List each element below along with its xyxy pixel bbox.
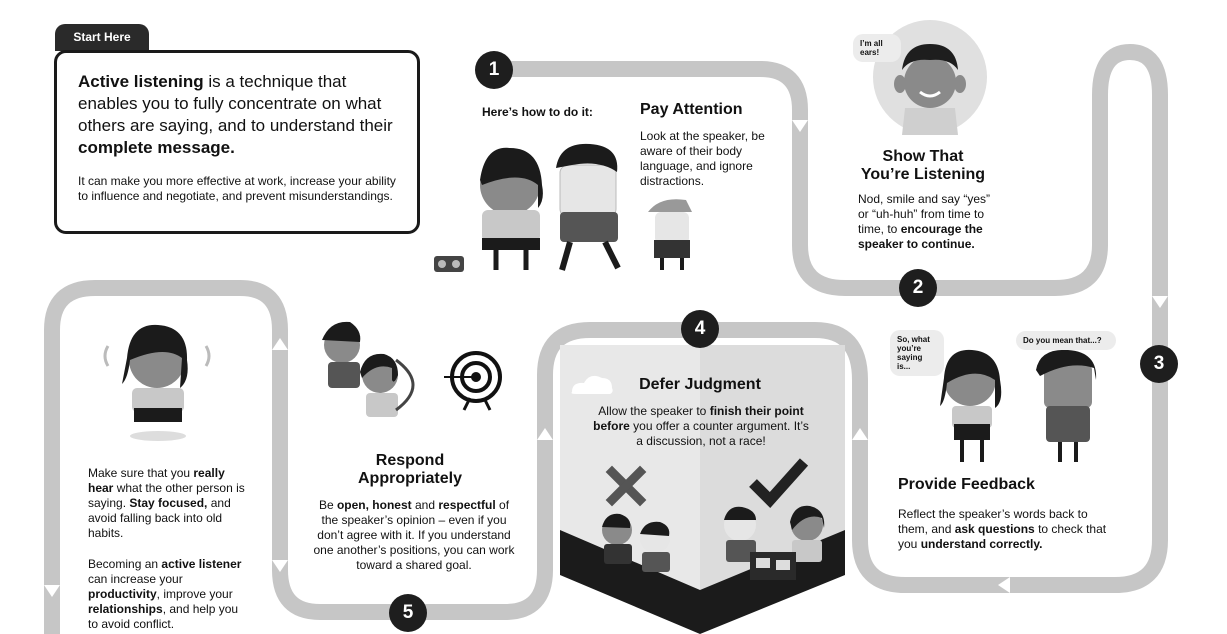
intro-paragraph: It can make you more effective at work, … [78,174,396,203]
archers-illustration [322,321,502,417]
panel-floor [560,530,845,634]
collaborating-characters [724,505,825,580]
intro-heading: Active listening is a technique that ena… [78,72,393,157]
path-arrow [852,428,868,440]
step-4-body: Allow the speaker to finish their point … [593,404,809,448]
left-panel-para-2: Becoming an active listener can increase… [88,557,242,631]
step-4-badge: 4 [681,310,719,348]
step-2-body: Nod, smile and say “yes” or “uh-huh” fro… [858,192,991,251]
how-to-label: Here’s how to do it: [482,105,593,119]
characters-listening [480,143,692,271]
path-arrow [272,560,288,572]
step-5-badge: 5 [389,594,427,632]
path-arrow [1152,296,1168,308]
step-1-badge: 1 [475,51,513,89]
step-5-body: Be open, honest and respectful of the sp… [313,498,515,572]
path-arrow [537,428,553,440]
step-3-body: Reflect the speaker’s words back to them… [898,507,1107,551]
path-arrow [998,577,1010,593]
path-arrow [792,120,808,132]
cloud-icon [571,375,613,394]
boombox-icon [434,256,464,272]
step-1-body: Look at the speaker, be aware of their b… [640,129,765,188]
path-arrow [44,585,60,597]
listener-face [904,56,956,108]
path-arrow [272,338,288,350]
intro-box: Active listening is a technique that ena… [54,50,420,234]
arguing-characters [602,513,670,572]
step-2-badge: 2 [899,269,937,307]
speech-bubble-right: Do you mean that...? [1016,331,1116,350]
step-4-title: Defer Judgment [639,376,761,393]
step-3-title: Provide Feedback [898,476,1035,493]
feedback-characters [940,349,1097,462]
speech-bubble-left: So, what you’re saying is... [890,330,944,376]
speech-bubble: I’m all ears! [853,34,901,62]
step-5-title: Respond Appropriately [357,452,462,487]
left-panel-para-1: Make sure that you really hear what the … [88,466,245,540]
cross-icon [605,465,647,507]
step-1-title: Pay Attention [640,101,743,118]
focused-listener [103,324,211,441]
start-here-tab: Start Here [55,24,149,51]
check-icon [749,458,809,509]
step-2-title: Show That You’re Listening [860,148,986,183]
step-3-badge: 3 [1140,345,1178,383]
